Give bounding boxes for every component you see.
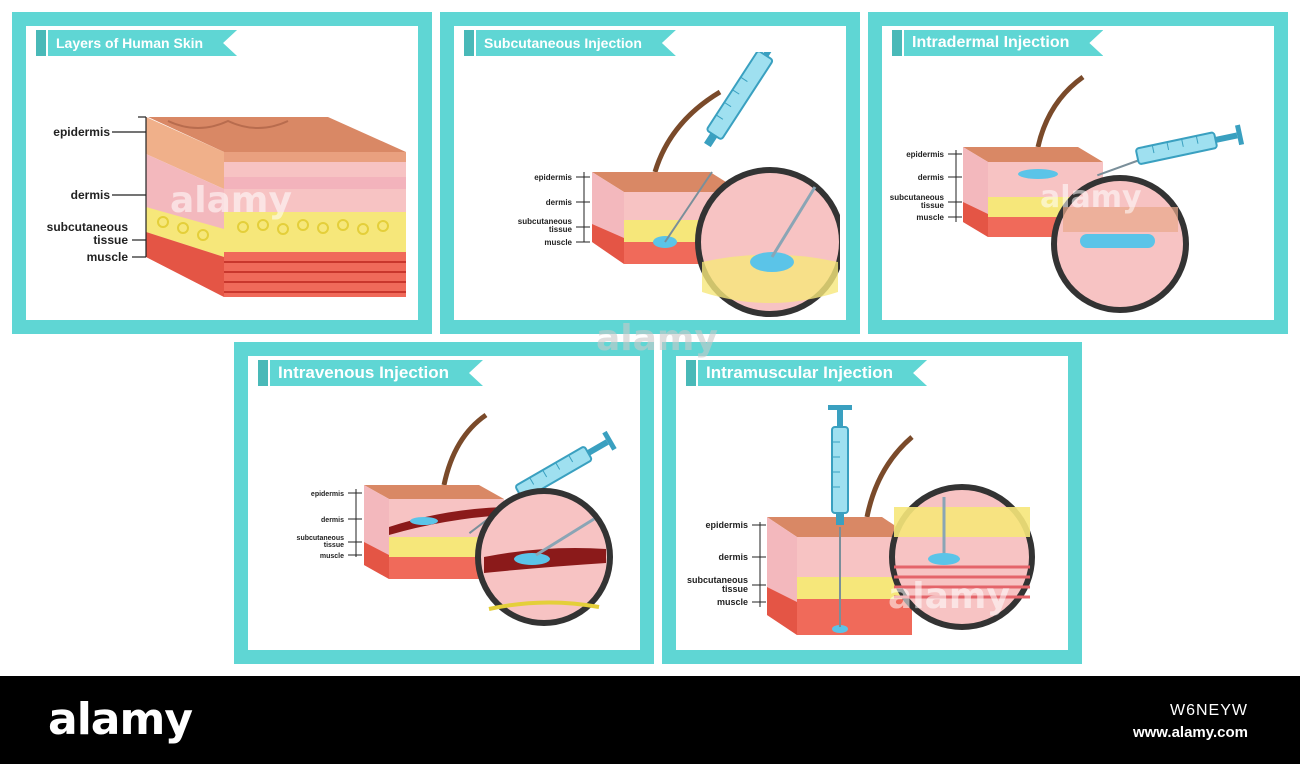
magnifier-lens (475, 488, 613, 626)
label-dermis: dermis (546, 198, 573, 207)
magnifier-lens (1051, 175, 1189, 313)
panel-title: Intradermal Injection (904, 30, 1103, 56)
label-epidermis: epidermis (311, 491, 344, 498)
syringe-icon (1097, 124, 1245, 177)
label-tissue: tissue (549, 225, 573, 234)
intradermal-diagram: epidermis dermis subcutaneous tissue mus… (890, 74, 1245, 313)
brand-logo: alamy (48, 694, 193, 745)
syringe-icon (828, 405, 852, 627)
label-subcutaneous: subcutaneous (890, 193, 945, 202)
label-tissue: tissue (324, 542, 344, 549)
label-muscle: muscle (717, 597, 748, 607)
footer-bar: alamy W6NEYW www.alamy.com (0, 676, 1300, 764)
panel-skin-layers: Layers of Human Skin (12, 12, 432, 334)
label-epidermis: epidermis (906, 150, 944, 159)
label-dermis: dermis (321, 517, 344, 524)
panel-intravenous: Intravenous Injection (234, 342, 654, 664)
panel-title: Layers of Human Skin (48, 30, 237, 56)
label-subcutaneous: subcutaneous (687, 575, 748, 585)
panel-subcutaneous: Subcutaneous Injection (440, 12, 860, 334)
label-dermis: dermis (71, 188, 111, 202)
label-tissue: tissue (722, 584, 748, 594)
label-subcutaneous: subcutaneous (297, 535, 345, 542)
label-subcutaneous: subcutaneous (518, 217, 573, 226)
syringe-icon (704, 52, 785, 148)
intramuscular-diagram: epidermis dermis subcutaneous tissue mus… (687, 405, 1035, 635)
label-dermis: dermis (918, 173, 945, 182)
label-subcutaneous: subcutaneous (47, 220, 129, 234)
muscle-stripes (224, 261, 406, 293)
panel-title: Intramuscular Injection (698, 360, 927, 386)
image-id: W6NEYW (1170, 702, 1248, 719)
panel-title: Intravenous Injection (270, 360, 483, 386)
label-epidermis: epidermis (705, 520, 748, 530)
panel-title: Subcutaneous Injection (476, 30, 676, 56)
magnifier-lens (695, 167, 840, 317)
panel-intradermal: Intradermal Injection (868, 12, 1288, 334)
panel-intramuscular: Intramuscular Injection (662, 342, 1082, 664)
label-muscle: muscle (544, 238, 572, 247)
label-muscle: muscle (87, 250, 129, 264)
intravenous-diagram: epidermis dermis subcutaneous tissue mus… (297, 412, 617, 626)
label-muscle: muscle (320, 553, 344, 560)
label-epidermis: epidermis (53, 125, 110, 139)
site-url: www.alamy.com (1132, 724, 1248, 741)
label-muscle: muscle (916, 213, 944, 222)
label-epidermis: epidermis (534, 173, 572, 182)
label-tissue: tissue (93, 233, 128, 247)
skin-layers-diagram: epidermis dermis subcutaneous tissue mus… (47, 116, 406, 297)
label-tissue: tissue (921, 201, 945, 210)
label-dermis: dermis (718, 552, 748, 562)
subcutaneous-diagram: epidermis dermis subcutaneous tissue mus… (518, 52, 840, 317)
magnifier-lens (889, 484, 1035, 630)
